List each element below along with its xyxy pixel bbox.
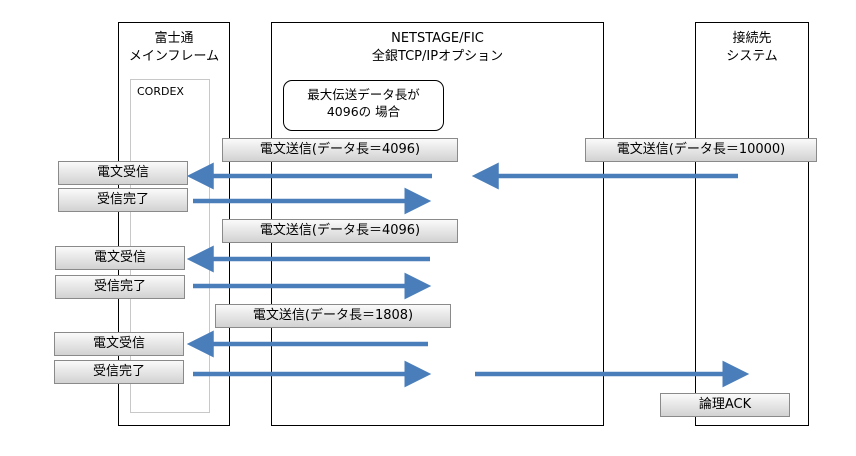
recv-label-3: 電文受信 <box>54 332 184 356</box>
netstage-title-line2: 全銀TCP/IPオプション <box>371 49 504 64</box>
fujitsu-title: 富士通 メインフレーム <box>118 30 230 66</box>
send-label-2: 電文送信(データ長＝4096) <box>222 219 458 243</box>
connect-system-box <box>695 22 809 426</box>
recv-label-2: 電文受信 <box>55 246 185 270</box>
done-label-3: 受信完了 <box>54 360 184 384</box>
send-label-3: 電文送信(データ長＝1808) <box>215 304 451 328</box>
done-label-2: 受信完了 <box>55 275 185 299</box>
max-length-callout: 最大伝送データ長が 4096の 場合 <box>283 80 444 131</box>
recv-label-1: 電文受信 <box>58 161 188 185</box>
connect-system-title-line1: 接続先 <box>732 31 772 46</box>
connect-system-title-line2: システム <box>726 49 778 64</box>
netstage-title-line1: NETSTAGE/FIC <box>391 31 484 46</box>
connect-system-title: 接続先 システム <box>695 30 809 66</box>
logical-ack-label: 論理ACK <box>660 393 790 417</box>
netstage-title: NETSTAGE/FIC 全銀TCP/IPオプション <box>271 30 604 66</box>
cordex-label: CORDEX <box>137 85 184 98</box>
send-remote-label: 電文送信(データ長＝10000) <box>585 138 817 162</box>
fujitsu-mainframe-box: CORDEX <box>118 22 230 426</box>
fujitsu-title-line2: メインフレーム <box>128 49 220 64</box>
fujitsu-title-line1: 富士通 <box>154 31 194 46</box>
callout-line1: 最大伝送データ長が <box>307 87 420 102</box>
done-label-1: 受信完了 <box>58 188 188 212</box>
callout-line2: 4096の 場合 <box>326 104 401 119</box>
send-label-1: 電文送信(データ長＝4096) <box>222 138 458 162</box>
